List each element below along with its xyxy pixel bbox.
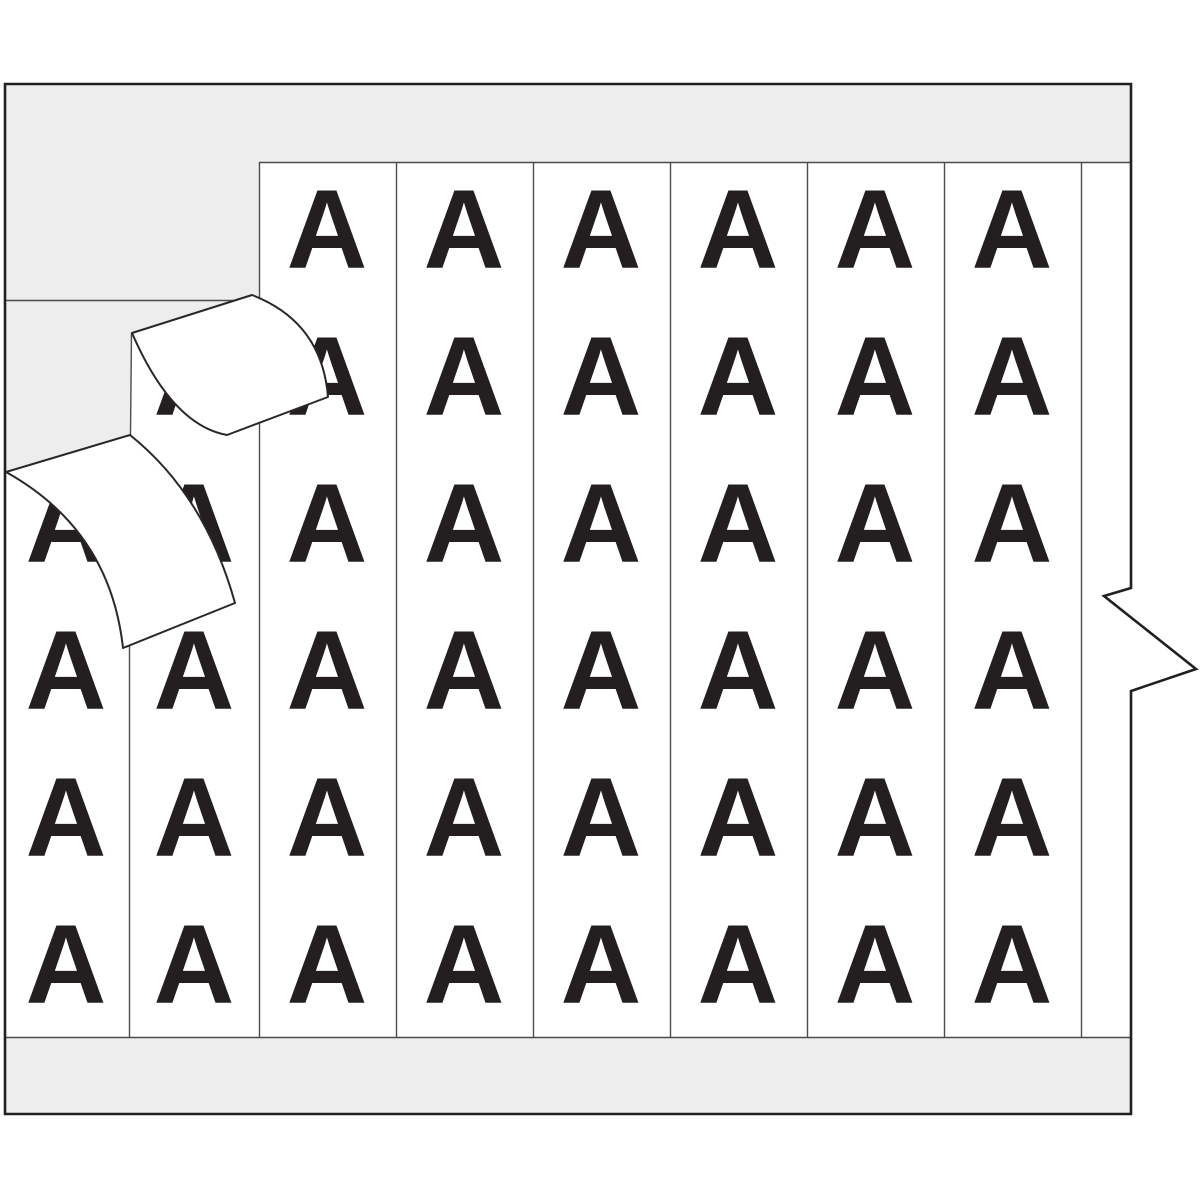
marker-letter: A [561,608,642,733]
marker-letter: A [835,902,916,1027]
marker-letter: A [698,608,779,733]
marker-letter: A [287,167,368,292]
peeled-area-edges [5,299,259,436]
label-strip-region-main [259,162,1196,1037]
marker-letter: A [835,608,916,733]
marker-letter: A [698,314,779,439]
marker-letter: A [698,902,779,1027]
marker-letter: A [424,461,505,586]
marker-letter: A [835,314,916,439]
peeled-label-lower [5,434,236,649]
marker-letter: A [561,755,642,880]
marker-letter: A [424,314,505,439]
marker-letter: A [424,902,505,1027]
marker-letter: A [26,608,107,733]
marker-letter: A [698,461,779,586]
marker-letter: A [972,902,1053,1027]
marker-letter: A [287,902,368,1027]
marker-letter: A [972,755,1053,880]
marker-letter: A [561,902,642,1027]
marker-letter: A [972,167,1053,292]
marker-letter: A [561,167,642,292]
marker-letter: A [154,755,235,880]
marker-letter: A [698,167,779,292]
marker-letter: A [972,461,1053,586]
letter-grid: AAAAAAAAAAAAAAAAAAAAAAAAAAAAAAAAAAAAAAAA… [26,167,1053,1027]
peeled-area-liner [5,300,259,472]
marker-letter: A [154,902,235,1027]
marker-letter: A [287,608,368,733]
card-border [3,82,1199,1116]
marker-letter: A [424,608,505,733]
peeled-label-upper [131,294,329,436]
marker-letter: A [835,167,916,292]
marker-letter: A [561,461,642,586]
marker-letter: A [972,314,1053,439]
marker-letter: A [835,461,916,586]
strip-divider-lines [5,161,1131,1039]
marker-letter: A [424,167,505,292]
marker-letter: A [26,755,107,880]
marker-letter: A [287,755,368,880]
marker-letter: A [835,755,916,880]
marker-letter: A [972,608,1053,733]
marker-letter: A [698,755,779,880]
marker-letter: A [561,314,642,439]
marker-letter: A [26,902,107,1027]
marker-letter: A [424,755,505,880]
marker-letter: A [287,461,368,586]
